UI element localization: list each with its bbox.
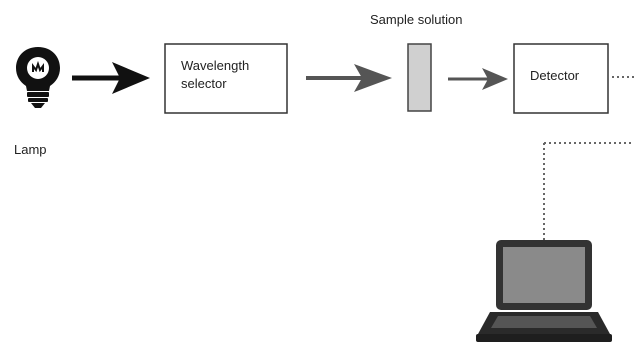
detector-label: Detector [530,68,580,83]
arrow-lamp-to-selector [72,62,150,94]
wavelength-selector-label-line2: selector [181,76,227,91]
wavelength-selector-box [164,43,288,114]
lightbulb-icon [16,47,60,108]
arrow-selector-to-sample [306,64,392,92]
sample-cuvette [407,43,432,112]
lamp-label: Lamp [14,142,47,157]
arrow-sample-to-detector [448,68,508,90]
wavelength-selector-label-line1: Wavelength [181,58,250,73]
detector-box [513,43,609,114]
sample-solution-label: Sample solution [370,12,463,27]
signal-dotted-lines [543,76,634,240]
laptop-icon [476,240,612,342]
